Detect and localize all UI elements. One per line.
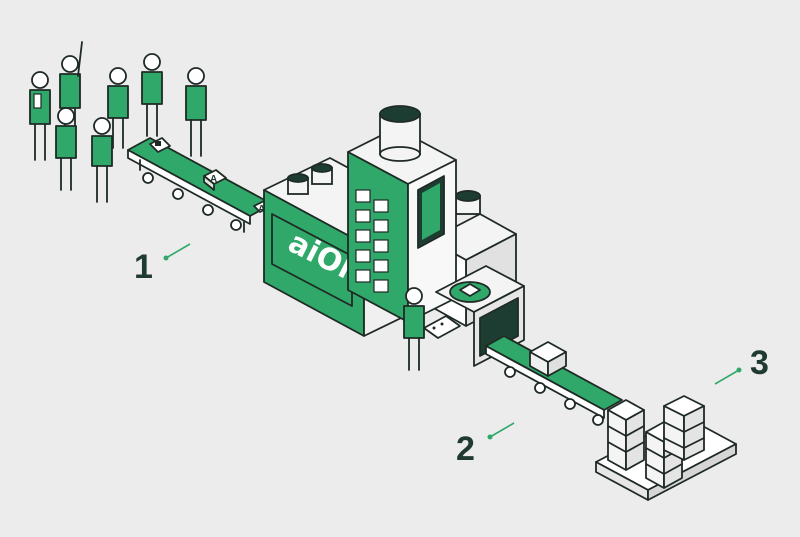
card-label: A — [258, 204, 265, 215]
person-icon — [29, 71, 51, 161]
person-icon — [107, 67, 129, 149]
conveyor-card-qr — [149, 137, 171, 153]
person-icon — [141, 53, 163, 137]
operator-person — [403, 287, 461, 371]
stacked-boxes — [607, 395, 705, 489]
step-2-number: 2 — [456, 430, 475, 468]
cylinder-icon — [455, 190, 481, 215]
person-icon — [55, 107, 77, 191]
factory-machine: aiOla — [263, 105, 525, 367]
control-panel-icon — [423, 315, 461, 339]
output-conveyor-belt — [485, 335, 623, 426]
box-icon — [459, 283, 481, 297]
person-icon — [91, 117, 113, 203]
cylinder-icon — [287, 173, 309, 195]
conveyor-card-a-1: A — [203, 169, 227, 191]
step-2-marker: 2 — [456, 422, 515, 468]
input-conveyor-belt — [127, 137, 273, 233]
people-group — [29, 41, 207, 203]
step-3-marker: 3 — [714, 344, 769, 385]
card-label: A — [210, 174, 217, 185]
box-icon — [529, 341, 567, 377]
box-icon — [607, 399, 645, 471]
box-icon — [663, 395, 705, 461]
person-icon — [403, 287, 425, 371]
step-3-number: 3 — [750, 344, 769, 382]
step-1-marker: 1 — [134, 243, 191, 286]
cylinder-icon — [311, 163, 333, 185]
person-icon — [185, 67, 207, 157]
step-1-number: 1 — [134, 248, 153, 286]
cylinder-icon — [379, 105, 421, 162]
